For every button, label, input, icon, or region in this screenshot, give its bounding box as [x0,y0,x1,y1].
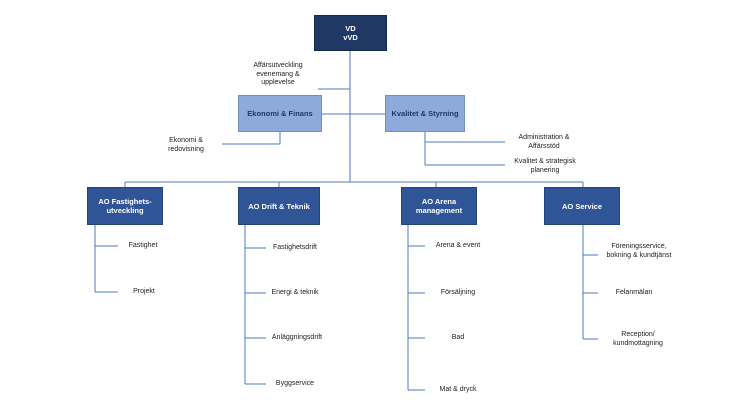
ao-service-box: AO Service [544,187,620,225]
administration-label: Administration & Affärsstöd [518,134,570,150]
ceo-title: VD [345,24,356,33]
ao-arena-management-box: AO Arena management [401,187,477,225]
list-item-property-operations: Fastighetsdrift [273,244,317,251]
list-item-association-service: Föreningsservice, bokning & kundtjänst [606,243,672,259]
list-item-property: Fastighet [128,242,158,249]
list-item-arena-event: Arena & event [435,242,481,249]
list-item-building-service: Byggservice [275,380,315,387]
quality-box: Kvalitet & Styrning [385,95,465,132]
strategic-planning-label: Kvalitet & strategisk planering [514,158,576,174]
list-item-sales: Försäljning [440,289,476,296]
deputy-ceo-title: vVD [343,33,358,42]
ceo-box: VD vVD [314,15,387,51]
accounting-label: Ekonomi & redovisning [168,137,204,153]
list-item-facility-operations: Anläggningsdrift [271,334,323,341]
ao-operations-technology-box: AO Drift & Teknik [238,187,320,225]
finance-title: Ekonomi & Finans [247,109,313,118]
list-item-bath: Bad [451,334,465,341]
list-item-fault-reporting: Felanmälan [615,289,653,296]
list-item-projects: Projekt [133,288,155,295]
list-item-reception: Reception/ kundmottagning [613,331,663,347]
ao-property-development-box: AO Fastighets- utveckling [87,187,163,225]
staff-business-development-label: Affärsutveckling evenemang & upplevelse [253,62,303,86]
list-item-energy-technology: Energi & teknik [271,289,319,296]
quality-title: Kvalitet & Styrning [391,109,459,118]
finance-box: Ekonomi & Finans [238,95,322,132]
list-item-food-drink: Mat & dryck [439,386,477,393]
